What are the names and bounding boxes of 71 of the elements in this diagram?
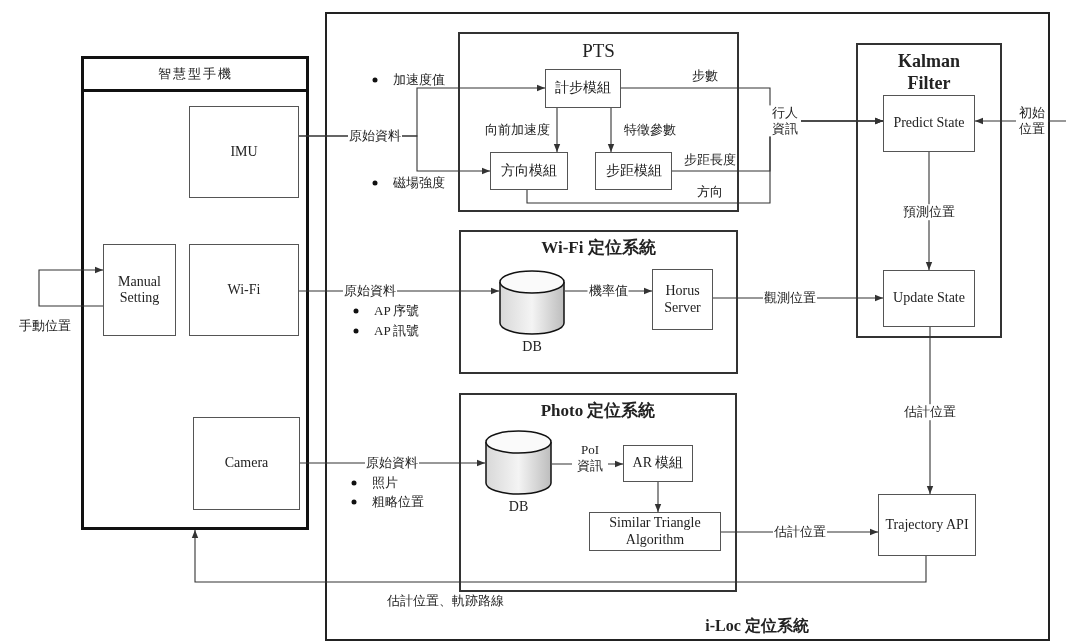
system-frame xyxy=(325,12,1050,641)
box-label: IMU xyxy=(229,143,259,161)
frame-title: Photo 定位系統 xyxy=(539,401,657,422)
subsystem-frame xyxy=(458,32,739,212)
process-box xyxy=(189,106,299,198)
box-label: Update State xyxy=(892,290,966,307)
arrow xyxy=(526,117,884,204)
edge-label: 預測位置 xyxy=(902,204,956,220)
process-box xyxy=(490,152,568,190)
process-box xyxy=(883,270,975,327)
box-label: Trajectory API xyxy=(884,516,970,534)
data-item-label: 粗略位置 xyxy=(372,494,424,510)
edge-label: 原始資料 xyxy=(365,455,419,471)
data-item-label: AP 訊號 xyxy=(374,323,420,339)
process-box xyxy=(878,494,976,556)
data-item-label: 照片 xyxy=(372,475,398,491)
data-item-label: 磁場強度 xyxy=(393,175,445,191)
edge-label: 觀測位置 xyxy=(763,290,817,306)
edge-label: 估計位置 xyxy=(903,404,957,420)
arrow xyxy=(191,529,927,583)
frame-title: 智慧型手機 xyxy=(84,59,306,92)
arrow xyxy=(654,481,662,513)
edge-label: 原始資料 xyxy=(343,283,397,299)
box-label: Camera xyxy=(223,455,270,472)
database-label: DB xyxy=(521,339,543,355)
arrow xyxy=(925,151,933,271)
edge-label: 步數 xyxy=(692,68,718,84)
process-box xyxy=(189,244,299,336)
process-box xyxy=(595,152,672,190)
frame-title: PTS xyxy=(581,40,616,63)
device-frame xyxy=(81,56,309,530)
edge-label: 手動位置 xyxy=(19,318,71,334)
edge-label: 原始資料 xyxy=(348,128,402,144)
process-box xyxy=(652,269,713,330)
box-label: Manual Setting xyxy=(117,273,162,307)
edge-label: 機率值 xyxy=(587,283,629,299)
subsystem-frame xyxy=(856,43,1002,338)
arrow xyxy=(926,326,934,495)
data-item-label: 加速度值 xyxy=(393,72,445,88)
box-label: 方向模組 xyxy=(500,162,558,180)
edge-label: 初始位置 xyxy=(1016,105,1048,137)
data-item-label: AP 序號 xyxy=(374,303,420,319)
arrow xyxy=(38,266,104,307)
process-box xyxy=(193,417,300,510)
process-box xyxy=(103,244,176,336)
box-label: 步距模組 xyxy=(604,162,663,180)
subsystem-frame xyxy=(459,393,737,592)
edge-label: 估計位置、軌跡路線 xyxy=(386,593,504,609)
box-label: Predict State xyxy=(892,115,966,132)
frame-title: Kalman Filter xyxy=(897,51,961,95)
box-label: AR 模組 xyxy=(631,455,685,472)
process-box xyxy=(623,445,693,482)
frame-title: i-Loc 定位系統 xyxy=(705,616,809,636)
box-label: 計步模組 xyxy=(554,80,612,97)
edge-label: 步距長度 xyxy=(684,152,736,168)
box-label: Similar Triangle Algorithm xyxy=(608,515,702,548)
arrow xyxy=(553,107,561,153)
edge-label: 估計位置 xyxy=(773,524,827,540)
process-box xyxy=(883,95,975,152)
process-box xyxy=(589,512,721,551)
database-label: DB xyxy=(507,499,530,515)
box-label: Horus Server xyxy=(663,283,702,316)
edge-label: 向前加速度 xyxy=(484,122,550,138)
arrow xyxy=(607,107,615,153)
box-label: Wi-Fi xyxy=(226,281,262,299)
process-box xyxy=(545,69,621,108)
subsystem-frame xyxy=(459,230,738,374)
edge-label: 方向 xyxy=(697,184,723,200)
frame-title: Wi-Fi 定位系統 xyxy=(540,238,657,259)
edge-label: 特徵參數 xyxy=(624,122,676,138)
flow-label: 行人資訊 xyxy=(769,105,801,137)
